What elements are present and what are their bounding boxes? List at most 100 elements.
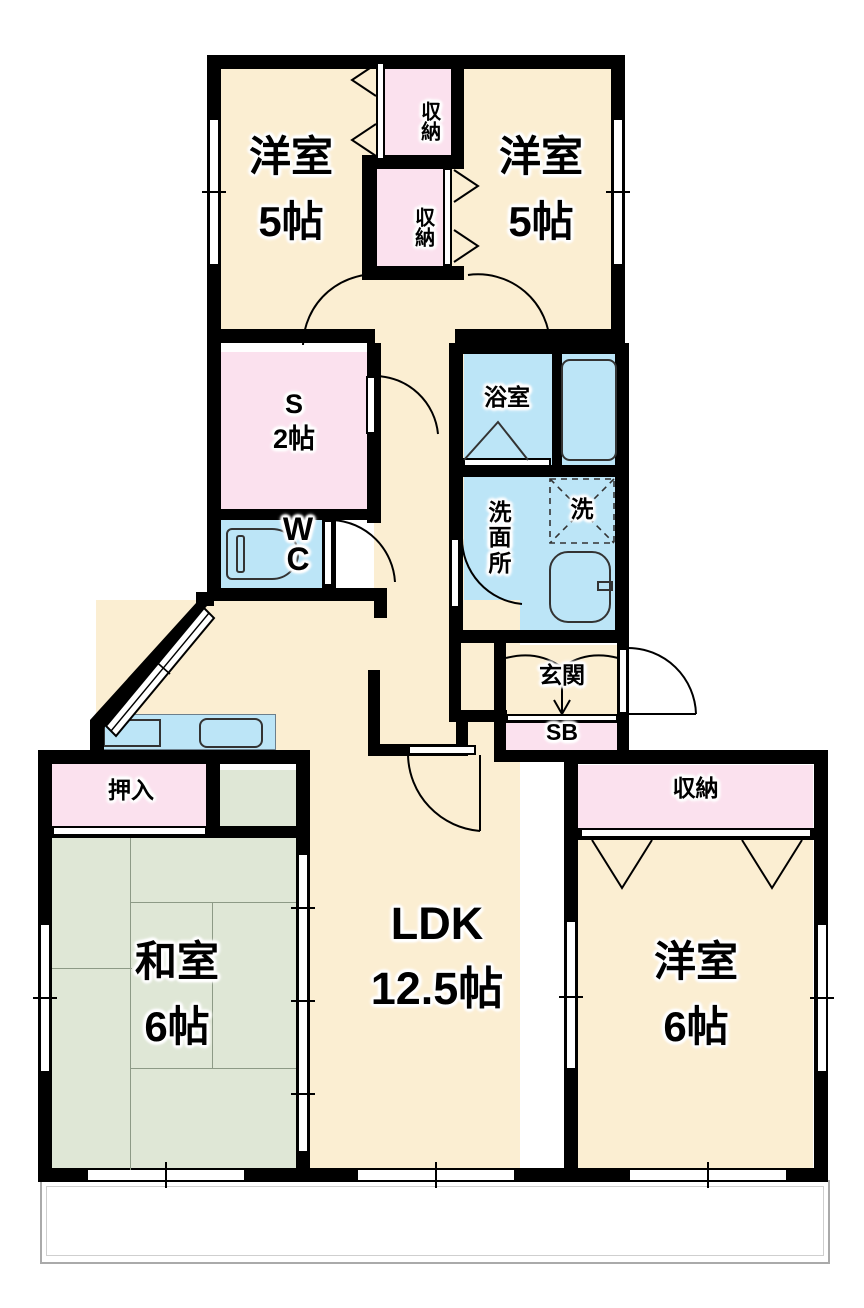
tatami-line-4 [130, 1068, 296, 1069]
tatami-line-3 [130, 902, 296, 903]
window-mullion-2 [606, 191, 630, 193]
balcony-mullion-2 [435, 1162, 437, 1188]
genkan-step-arcs [505, 654, 619, 717]
wall-corridor-top-left [196, 592, 214, 606]
ldk-door-frame[interactable] [408, 745, 476, 755]
bath-door[interactable] [463, 458, 551, 467]
label-laundry: 洗 [570, 496, 594, 522]
bathtub-icon [561, 359, 617, 461]
label-washitsu: 和室 [134, 938, 219, 985]
room-fill-bedroom-top-left [207, 55, 375, 343]
wall-bath-washroom-divider [449, 465, 629, 477]
wall-bath-right [615, 343, 629, 643]
label-service-room: S [284, 389, 303, 419]
door-mullion-washitsu-3 [291, 1093, 315, 1095]
door-swing-genkan-entry [627, 647, 697, 715]
label-bedroom-top-left-size: 5帖 [258, 198, 324, 245]
label-bedroom-bottom-right-size: 6帖 [663, 1003, 729, 1050]
wall-bath-top [449, 343, 629, 354]
sliding-door-washitsu-ldk[interactable] [297, 853, 309, 1153]
wall-oshiire-right [206, 750, 220, 838]
label-washroom: 洗 面 所 [488, 499, 512, 576]
wall-service-room-bottom [207, 509, 381, 520]
label-bathroom: 浴室 [484, 384, 530, 410]
label-ldk-size: 12.5帖 [370, 963, 504, 1014]
genkan-door-frame[interactable] [618, 648, 628, 714]
wall-closet-upper-right [451, 55, 464, 160]
label-shoebox: SB [546, 719, 578, 745]
door-swing-service-room [375, 375, 439, 435]
label-oshiire: 押入 [108, 777, 154, 803]
label-washitsu-size: 6帖 [144, 1003, 210, 1050]
label-genkan: 玄関 [539, 662, 585, 688]
oshiire-door[interactable] [52, 826, 207, 836]
window-mullion-3 [33, 997, 57, 999]
wall-genkan-left [494, 643, 506, 718]
wall-service-room-left [207, 343, 221, 523]
washbasin-icon [549, 551, 613, 623]
label-bedroom-top-left: 洋室 [248, 133, 333, 180]
door-mullion-washitsu-1 [291, 907, 315, 909]
door-swing-ldk [407, 754, 481, 832]
door-mullion-washitsu-2 [291, 1000, 315, 1002]
label-bedroom-top-right: 洋室 [498, 133, 583, 180]
door-swing-washroom [460, 537, 523, 605]
closet-fold-chevrons-upper [350, 63, 377, 157]
room-fill-oshiire [52, 763, 210, 831]
label-wc: W C [282, 511, 314, 578]
label-bedroom-top-right-size: 5帖 [508, 198, 574, 245]
wall-corridor-right-step [374, 588, 387, 618]
wall-top-block-bottom-left [207, 329, 375, 343]
label-ldk: LDK [390, 898, 484, 949]
door-swing-wc [332, 519, 396, 583]
wall-closet-divider [362, 155, 464, 169]
wall-bathtub-divider [552, 354, 562, 465]
wall-shoebox-right [617, 714, 629, 760]
door-mullion-br [559, 996, 583, 998]
wall-closet-lower-left [362, 155, 377, 280]
toilet-icon [226, 528, 299, 580]
window-mullion-1 [202, 191, 226, 193]
closet-br-door[interactable] [580, 828, 812, 838]
wall-right-exterior-upper [617, 630, 629, 646]
wall-hall-left-upper [362, 55, 375, 69]
closet-door-lower[interactable] [443, 168, 452, 266]
wall-washroom-bottom [449, 630, 629, 643]
closet-fold-chevrons-lower [453, 169, 480, 263]
wall-ldk-step-left [368, 670, 380, 756]
service-room-door-frame[interactable] [366, 376, 376, 434]
closet-door-upper[interactable] [376, 62, 385, 160]
label-bedroom-bottom-right: 洋室 [653, 938, 738, 985]
balcony-inner-edge [46, 1186, 824, 1256]
tatami-line-5 [212, 902, 213, 1068]
wall-wc-bottom [207, 588, 387, 601]
balcony-mullion-3 [707, 1162, 709, 1188]
door-swing-bedroom-top-right [467, 273, 551, 346]
room-fill-shoebox [505, 720, 617, 754]
window-mullion-4 [810, 997, 834, 999]
balcony-mullion-1 [165, 1162, 167, 1188]
wall-corridor-right [449, 643, 461, 718]
room-fill-bedroom-top-right [455, 55, 625, 343]
label-closet-upper: 収納 [417, 101, 440, 141]
wall-lower-top-right [564, 750, 828, 764]
washroom-door-frame[interactable] [450, 538, 460, 608]
wall-top-block-bottom-right [455, 329, 625, 343]
room-fill-closet-lower [377, 168, 445, 266]
tatami-line-6 [130, 1068, 131, 1170]
wall-top-exterior [207, 55, 625, 69]
room-fill-bathroom [462, 352, 617, 470]
label-closet-lower: 収納 [411, 207, 434, 247]
closet-br-fold-chevrons [591, 839, 803, 890]
tatami-line-2 [130, 838, 131, 1170]
wc-door-frame[interactable] [323, 520, 333, 586]
wall-shoebox-left [494, 714, 506, 760]
washing-machine-space-icon [549, 478, 615, 544]
room-fill-closet-bottom-right [578, 765, 813, 833]
wall-lower-top-left [38, 750, 308, 764]
sliding-door-ldk-bedroom-br[interactable] [565, 920, 577, 1070]
bath-drain-icon [463, 420, 529, 461]
room-fill-closet-upper [383, 62, 451, 160]
wall-wc-left [207, 509, 221, 601]
